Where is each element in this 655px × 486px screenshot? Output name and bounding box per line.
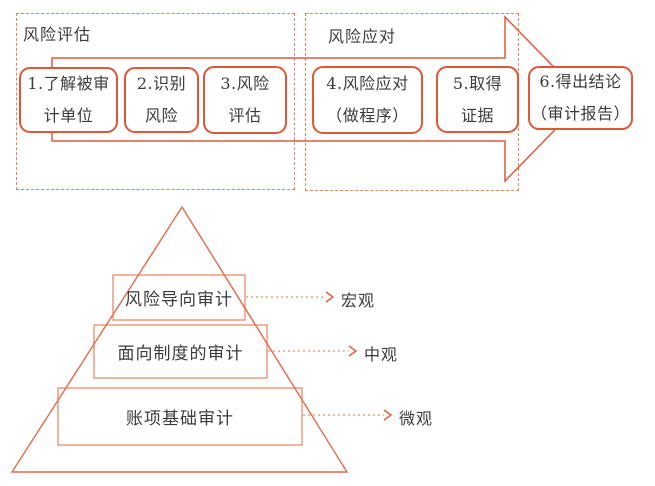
flow-step-6-line2: （审计报告） xyxy=(530,104,630,123)
arrow-right-icon xyxy=(325,291,335,303)
pyramid-level-label-bottom: 账项基础审计 xyxy=(126,409,234,429)
scope-tag-macro: 宏观 xyxy=(341,291,376,310)
flow-step-1-line1: 1.了解被审 xyxy=(27,74,110,93)
flow-step-3: 3.风险 评估 xyxy=(203,66,287,134)
flow-step-5-line2: 证据 xyxy=(460,105,494,125)
flow-step-2-line1: 2.识别 xyxy=(136,74,187,93)
flow-step-3-line2: 评估 xyxy=(228,106,262,125)
arrow-right-icon xyxy=(348,345,358,357)
flow-step-4-line2: （做程序） xyxy=(326,106,409,125)
stage-label-risk-response: 风险应对 xyxy=(328,27,397,46)
pyramid-level-label-top: 风险导向审计 xyxy=(125,290,233,310)
flow-step-4-line1: 4.风险应对 xyxy=(326,74,409,93)
flow-step-3-line1: 3.风险 xyxy=(220,74,270,93)
scope-tag-meso: 中观 xyxy=(364,345,399,364)
flow-step-1-line2: 计单位 xyxy=(43,106,94,125)
flow-step-5-line1: 5.取得 xyxy=(452,73,503,93)
pyramid-level-label-middle: 面向制度的审计 xyxy=(117,344,244,364)
flow-step-5: 5.取得 证据 xyxy=(436,66,519,133)
flow-step-6: 6.得出结论 （审计报告） xyxy=(528,66,633,130)
scope-tag-micro: 微观 xyxy=(399,409,434,428)
flow-step-2-line2: 风险 xyxy=(144,106,178,125)
stage-label-risk-assessment: 风险评估 xyxy=(23,25,92,44)
flow-step-4: 4.风险应对 （做程序） xyxy=(312,66,423,134)
flow-step-1: 1.了解被审 计单位 xyxy=(19,67,118,133)
flow-step-6-line1: 6.得出结论 xyxy=(539,72,622,91)
arrow-right-icon xyxy=(383,409,393,421)
flow-step-2: 2.识别 风险 xyxy=(124,67,199,133)
